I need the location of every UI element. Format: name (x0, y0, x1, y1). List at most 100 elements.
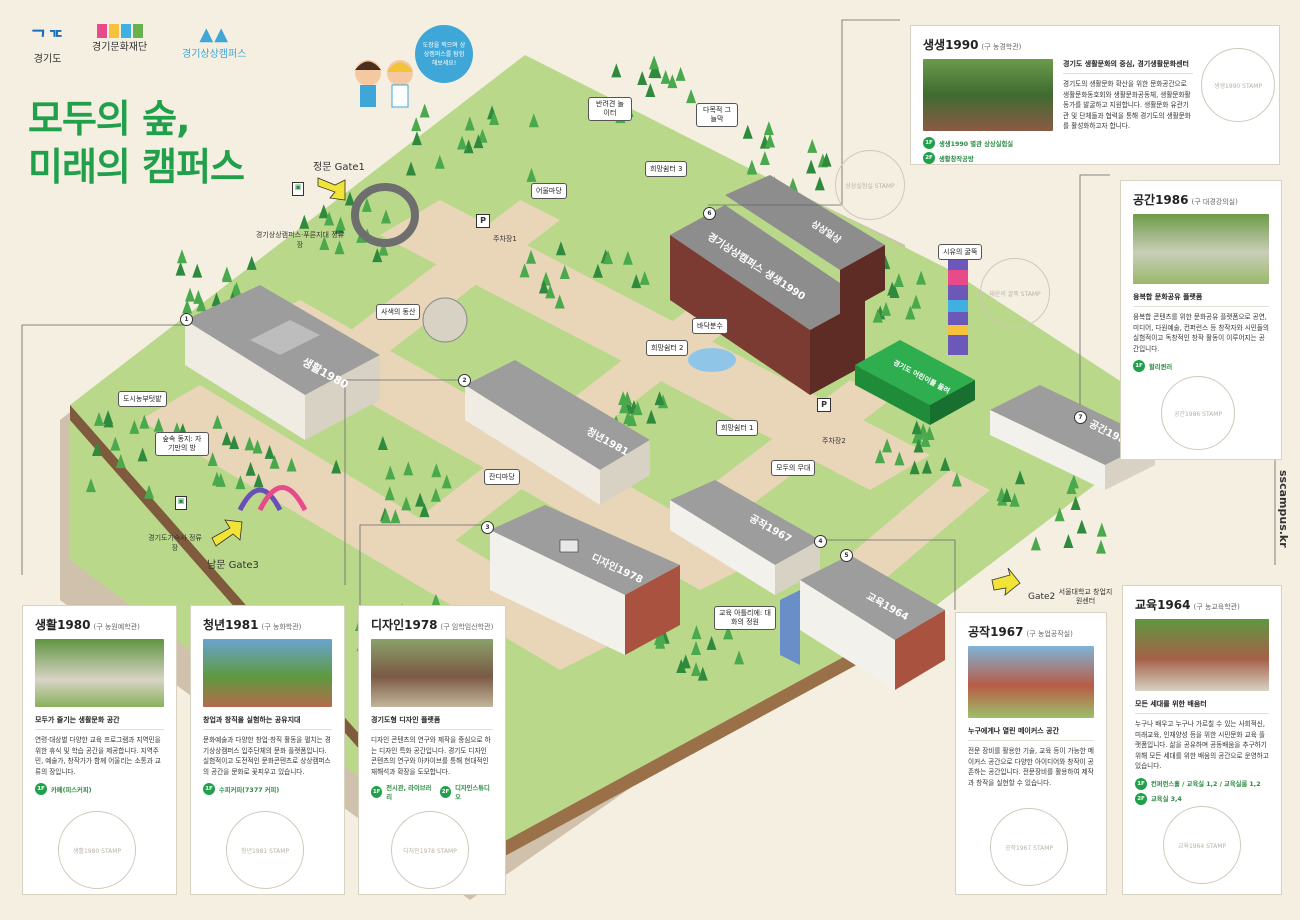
building-6-saengsaeng[interactable] (670, 175, 885, 395)
tree (411, 131, 422, 146)
tree (637, 71, 648, 86)
tree (176, 249, 187, 264)
foundation-logo-icon (96, 24, 143, 38)
tree (411, 117, 422, 132)
card-saengsaeng-stamp[interactable]: 생생1990 STAMP (1201, 48, 1275, 122)
tree (592, 263, 603, 278)
tree (1095, 539, 1106, 554)
gate1-ring-sculpture[interactable] (351, 183, 419, 247)
building-5-gyoyuk[interactable] (780, 555, 945, 690)
tree (639, 270, 650, 285)
card-gyoyuk-stamp[interactable]: 교육1964 STAMP (1163, 806, 1241, 884)
tree (913, 438, 924, 453)
place-chimney[interactable]: 시유의 굴뚝 (938, 244, 983, 260)
tree (1030, 536, 1041, 551)
card-gongjak-stamp[interactable]: 공작1967 STAMP (990, 808, 1068, 886)
place-shelter-3[interactable]: 희망쉼터 3 (645, 161, 688, 177)
card-cheongnyeon-title: 청년1981(구 농화학관) (203, 616, 332, 633)
site-url[interactable]: sscampus.kr (1277, 470, 1290, 548)
stamp-chimney[interactable]: 태운의 굴뚝 STAMP (980, 258, 1050, 328)
tree (430, 487, 441, 502)
building-1-saenghwal[interactable] (185, 285, 380, 440)
place-urban-farm[interactable]: 도시농부텃밭 (118, 391, 167, 407)
green-kids-building[interactable] (855, 340, 975, 425)
tree (463, 139, 474, 154)
place-shade-canopy[interactable]: 다목적 그늘막 (696, 103, 738, 127)
card-gyoyuk-subtitle: 모든 세대를 위한 배움터 (1135, 699, 1269, 714)
building-4-gongjak[interactable] (670, 480, 820, 595)
place-parking-2[interactable]: 주차장2 (822, 437, 846, 445)
tree (331, 459, 342, 474)
sculpture-tree (422, 297, 468, 343)
card-cheongnyeon-stamp[interactable]: 청년1981 STAMP (226, 811, 304, 889)
tree (554, 294, 565, 309)
parking-1-icon: P (476, 214, 490, 228)
tree (434, 154, 445, 169)
tree (611, 63, 622, 78)
tree (924, 425, 935, 440)
tree (212, 414, 223, 429)
tree (632, 401, 643, 416)
foundation-logo-text: 경기문화재단 (92, 42, 148, 53)
place-lawn[interactable]: 잔디마당 (484, 469, 520, 485)
tree (626, 412, 637, 427)
gate-1-label: 정문 Gate1 (313, 162, 365, 173)
tree (335, 216, 346, 231)
card-gyoyuk-photo (1135, 619, 1269, 691)
tree (916, 270, 927, 285)
card-cheongnyeon-photo (203, 639, 332, 707)
place-sculpture-hill[interactable]: 사색의 동산 (376, 304, 421, 320)
tree (660, 69, 671, 84)
card-cheongnyeon-sub: (구 농화학관) (261, 623, 302, 631)
tree (602, 250, 613, 265)
card-saenghwal-sub: (구 농원예학관) (93, 623, 140, 631)
card-saenghwal-name: 생활1980 (35, 618, 91, 632)
place-floor-fountain[interactable]: 바닥분수 (692, 318, 728, 334)
place-meeting-garden[interactable]: 교육 아틀리에: 대화의 정원 (714, 606, 776, 630)
tree (193, 289, 204, 304)
tree (875, 449, 886, 464)
card-gongjak-desc: 전문 장비를 활용한 기술, 교육 등이 가능한 메이커스 공간으로 다양한 아… (968, 747, 1094, 787)
tree (372, 248, 383, 263)
tree (538, 279, 549, 294)
tree (211, 292, 222, 307)
place-stage[interactable]: 모두의 무대 (771, 460, 816, 476)
card-design-stamp[interactable]: 디자인1978 STAMP (391, 811, 469, 889)
card-saengsaeng-title: 생생1990(구 농경학관) (923, 36, 1267, 53)
card-saenghwal-subtitle: 모두가 즐기는 생활문화 공간 (35, 715, 164, 730)
tree (655, 634, 666, 649)
tree (419, 103, 430, 118)
tree (229, 435, 240, 450)
place-dog-park[interactable]: 반려견 놀이터 (588, 97, 632, 121)
stamp-madang[interactable]: 상상실험실 STAMP (835, 150, 905, 220)
tree (215, 472, 226, 487)
tree (381, 509, 392, 524)
tree (380, 209, 391, 224)
kids-illustration (348, 55, 423, 130)
tree (1070, 495, 1081, 510)
card-design-sub: (구 임학임산학관) (440, 623, 494, 631)
tree (144, 484, 155, 499)
tree (235, 475, 246, 490)
tree (651, 64, 662, 79)
place-madang[interactable]: 어울마당 (531, 183, 567, 199)
place-parking-1[interactable]: 주차장1 (493, 235, 517, 243)
place-shelter-1[interactable]: 희망쉼터 1 (716, 420, 759, 436)
place-startup-center: 서울대학교 창업지원센터 (1058, 588, 1113, 605)
tree (318, 204, 329, 219)
tree (905, 305, 916, 320)
speech-bubble: 도장을 찍으며 상상캠퍼스를 탐험해보세요! (415, 25, 473, 83)
tree (894, 451, 905, 466)
tree (706, 635, 717, 650)
card-gonggan-stamp[interactable]: 공간1986 STAMP (1161, 376, 1235, 450)
chimney[interactable] (948, 251, 968, 355)
place-shelter-2[interactable]: 희망쉼터 2 (646, 340, 689, 356)
card-saenghwal-stamp[interactable]: 생활1980 STAMP (58, 811, 136, 889)
tree (221, 431, 232, 446)
building-2-cheongnyeon[interactable] (465, 360, 650, 505)
place-treehouse[interactable]: 숲속 동지: 자기만의 방 (155, 432, 209, 456)
tree (192, 263, 203, 278)
building-3-design[interactable] (490, 505, 680, 655)
